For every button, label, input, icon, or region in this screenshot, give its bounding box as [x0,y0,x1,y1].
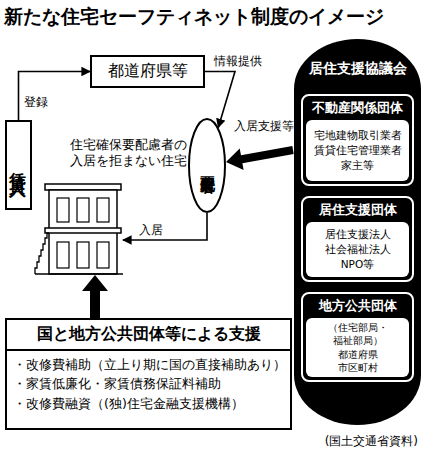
thick-arrow [82,275,108,318]
person-circle: 要配慮者 [188,118,226,213]
edge-label: 情報提供 [214,53,262,70]
member-body: 居住支援法人 社会福祉法人 NPO等 [306,222,409,277]
support-box: 国と地方公共団体等による支援・改修費補助（立上り期に国の直接補助あり）・家賃低廉… [5,318,292,430]
member-box: 居住支援団体居住支援法人 社会福祉法人 NPO等 [301,196,414,282]
member-body: （住宅部局・福祉部局） 都道府県 市区町村 [306,318,409,377]
box-label: 賃貸人 [7,158,30,173]
edge-label: 登録 [24,94,48,111]
floor-slab [45,228,121,233]
house-drawing [35,170,123,275]
arrow-connector [19,72,91,121]
stairs [35,233,49,274]
support-item: ・改修費補助（立上り期に国の直接補助あり） [7,355,290,374]
support-heading: 国と地方公共団体等による支援 [7,320,290,351]
member-box: 地方公共団体（住宅部局・福祉部局） 都道府県 市区町村 [301,292,414,382]
house-caption: 住宅確保要配慮者の入居を拒まない住宅 [70,137,190,170]
circle-label: 要配慮者 [198,164,217,168]
door [57,242,69,268]
box-label: 都道府県等 [108,61,188,82]
member-heading: 不動産関係団体 [303,96,412,120]
member-heading: 居住支援団体 [303,198,412,222]
edge-label: 入居 [139,222,163,239]
caption: (国土交通省資料) [325,433,418,450]
diagram-title: 新たな住宅セーフティネット制度のイメージ [4,4,384,30]
door [77,242,89,268]
council-heading: 居住支援協議会 [293,60,422,78]
prefecture-box: 都道府県等 [90,55,205,88]
member-body: 宅地建物取引業者 賃貸住宅管理業者 家主等 [306,120,409,181]
ellipse-content: 要配慮者 [188,118,226,213]
support-item: ・改修費融資（(独)住宅金融支援機構） [7,394,290,413]
edge-label: 入居支援等 [234,118,294,135]
support-item: ・家賃低廉化・家賃債務保証料補助 [7,374,290,393]
oval-shape [294,39,421,425]
door [97,242,109,268]
door [77,198,89,222]
arrow-connector [123,213,207,240]
landlord-box: 賃貸人 [5,120,32,210]
member-box: 不動産関係団体宅地建物取引業者 賃貸住宅管理業者 家主等 [301,94,414,186]
ground-line [35,273,123,275]
door [57,198,69,222]
roof-slab [45,184,121,190]
council-oval: 居住支援協議会不動産関係団体宅地建物取引業者 賃貸住宅管理業者 家主等居住支援団… [293,38,422,426]
door [97,198,109,222]
ellipse-shape [189,119,225,212]
house-illustration: 住宅確保要配慮者の入居を拒まない住宅 [35,170,123,275]
thick-arrow [226,146,294,170]
member-heading: 地方公共団体 [303,294,412,318]
